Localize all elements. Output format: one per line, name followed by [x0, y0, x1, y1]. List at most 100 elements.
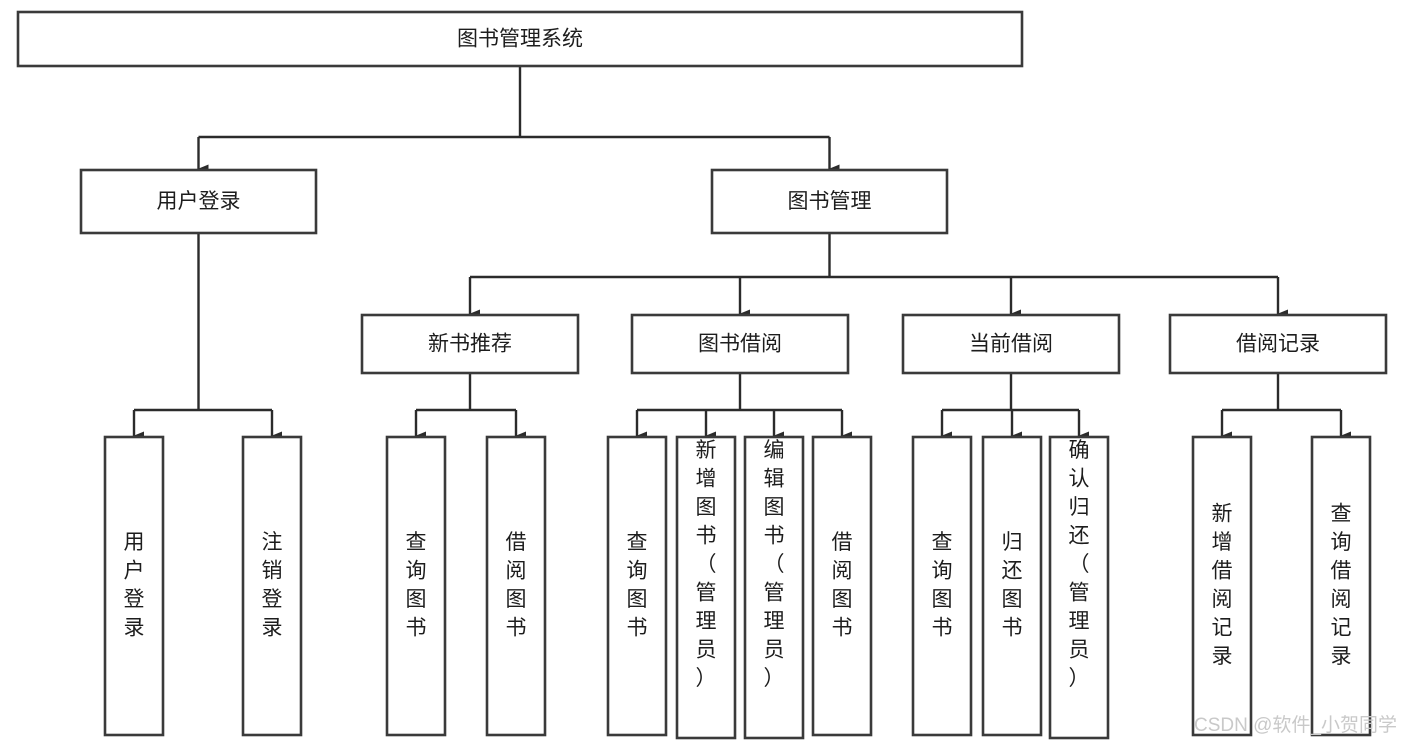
node-label-char: 阅: [506, 560, 527, 583]
node-label-char: 书: [832, 617, 853, 640]
node-box-leaf_query_book_2[interactable]: [606, 435, 668, 737]
node-label-char: 理: [696, 610, 717, 633]
node-label-char: （: [1069, 553, 1090, 576]
node-box-current_borrow[interactable]: [901, 313, 1121, 375]
node-label-char: 编: [764, 439, 785, 462]
node-leaf_user_login[interactable]: 用户登录用户登录: [92, 0, 176, 737]
node-label-char: 确: [1069, 439, 1090, 462]
node-box-leaf_add_record[interactable]: [1191, 435, 1253, 737]
node-label-char: 注: [262, 531, 283, 554]
node-layer: 图书管理系统用户登录图书管理新书推荐图书借阅当前借阅借阅记录用户登录用户登录注销…: [16, 0, 1404, 740]
node-label-char: 书: [932, 617, 953, 640]
node-label-user_login: 用户登录: [157, 190, 241, 213]
node-leaf_return_book[interactable]: 归还图书归还图书: [970, 0, 1054, 737]
node-box-book_borrow[interactable]: [630, 313, 850, 375]
node-label-char: 记: [1331, 617, 1352, 640]
node-label-char: 员: [696, 639, 717, 662]
node-label-current_borrow: 当前借阅: [969, 333, 1053, 356]
node-leaf_query_record[interactable]: 查询借阅记录查询借阅记录: [1278, 0, 1404, 737]
node-label-book_borrow: 图书借阅: [698, 333, 782, 356]
node-label-char: 书: [1002, 617, 1023, 640]
node-leaf_query_book_2[interactable]: 查询图书查询图书: [595, 0, 679, 737]
node-user_login[interactable]: 用户登录: [79, 168, 318, 235]
node-label-char: 还: [1069, 525, 1090, 548]
node-label-char: 录: [262, 617, 283, 640]
connector-group-root: [197, 66, 840, 174]
node-box-leaf_add_book[interactable]: [675, 435, 737, 740]
node-label-char: 新: [696, 439, 717, 462]
node-box-leaf_query_record[interactable]: [1310, 435, 1372, 737]
node-book_borrow[interactable]: 图书借阅: [630, 313, 850, 375]
node-label-char: 查: [627, 531, 648, 554]
node-label-char: 询: [406, 560, 427, 583]
node-label-char: 销: [262, 560, 283, 583]
node-label-root: 图书管理系统: [457, 28, 583, 51]
node-current_borrow[interactable]: 当前借阅: [901, 313, 1121, 375]
node-label-char: 查: [1331, 503, 1352, 526]
node-label-book_manage: 图书管理: [788, 190, 872, 213]
node-label-char: 图: [506, 588, 527, 611]
node-label-char: 还: [1002, 560, 1023, 583]
node-label-char: 阅: [1331, 588, 1352, 611]
node-label-char: 录: [1212, 645, 1233, 668]
node-label-char: 员: [1069, 639, 1090, 662]
node-box-leaf_borrow_book_1[interactable]: [485, 435, 547, 737]
node-leaf_logout[interactable]: 注销登录注销登录: [230, 0, 314, 737]
node-label-char: ）: [696, 667, 717, 690]
node-label-char: 书: [764, 525, 785, 548]
node-label-char: 录: [124, 617, 145, 640]
node-new_book_rec[interactable]: 新书推荐: [360, 313, 580, 375]
node-label-char: 理: [1069, 610, 1090, 633]
connector-layer: [132, 66, 1351, 441]
node-label-char: 用: [124, 531, 145, 554]
node-label-char: 户: [124, 560, 145, 583]
node-box-leaf_logout[interactable]: [241, 435, 303, 737]
node-label-char: 理: [764, 610, 785, 633]
node-leaf_query_book_1[interactable]: 查询图书查询图书: [374, 0, 458, 737]
node-label-char: 登: [124, 588, 145, 611]
node-box-borrow_record[interactable]: [1168, 313, 1388, 375]
node-label-char: 书: [627, 617, 648, 640]
node-label-char: 归: [1002, 531, 1023, 554]
node-label-char: 图: [627, 588, 648, 611]
node-leaf_add_record[interactable]: 新增借阅记录新增借阅记录: [1159, 0, 1285, 737]
node-box-leaf_return_book[interactable]: [981, 435, 1043, 737]
node-box-leaf_edit_book[interactable]: [743, 435, 805, 740]
node-leaf_borrow_book_2[interactable]: 借阅图书借阅图书: [800, 0, 884, 737]
node-label-char: 询: [1331, 531, 1352, 554]
node-label-char: 阅: [832, 560, 853, 583]
node-box-root[interactable]: [16, 10, 1024, 68]
node-label-char: 借: [506, 531, 527, 554]
node-root[interactable]: 图书管理系统: [16, 10, 1024, 68]
node-label-char: 借: [1331, 560, 1352, 583]
node-label-char: 查: [406, 531, 427, 554]
node-label-char: 书: [406, 617, 427, 640]
node-box-leaf_query_book_1[interactable]: [385, 435, 447, 737]
node-book_manage[interactable]: 图书管理: [710, 168, 949, 235]
node-borrow_record[interactable]: 借阅记录: [1168, 313, 1388, 375]
node-label-char: 管: [1069, 582, 1090, 605]
node-box-user_login[interactable]: [79, 168, 318, 235]
node-box-book_manage[interactable]: [710, 168, 949, 235]
node-label-char: 管: [696, 582, 717, 605]
node-label-char: 书: [506, 617, 527, 640]
node-box-leaf_borrow_book_2[interactable]: [811, 435, 873, 737]
node-box-leaf_user_login[interactable]: [103, 435, 165, 737]
node-box-leaf_query_book_3[interactable]: [911, 435, 973, 737]
node-box-new_book_rec[interactable]: [360, 313, 580, 375]
node-label-char: 图: [1002, 588, 1023, 611]
node-label-char: 管: [764, 582, 785, 605]
node-label-new_book_rec: 新书推荐: [428, 333, 512, 356]
node-label-char: （: [764, 553, 785, 576]
node-label-char: 图: [406, 588, 427, 611]
node-leaf_query_book_3[interactable]: 查询图书查询图书: [900, 0, 984, 737]
node-leaf_borrow_book_1[interactable]: 借阅图书借阅图书: [474, 0, 558, 737]
node-label-char: 借: [1212, 560, 1233, 583]
node-label-char: 询: [932, 560, 953, 583]
node-label-char: 增: [1212, 531, 1233, 554]
connector-group-book_borrow: [635, 373, 852, 441]
node-box-leaf_confirm_return[interactable]: [1048, 435, 1110, 740]
